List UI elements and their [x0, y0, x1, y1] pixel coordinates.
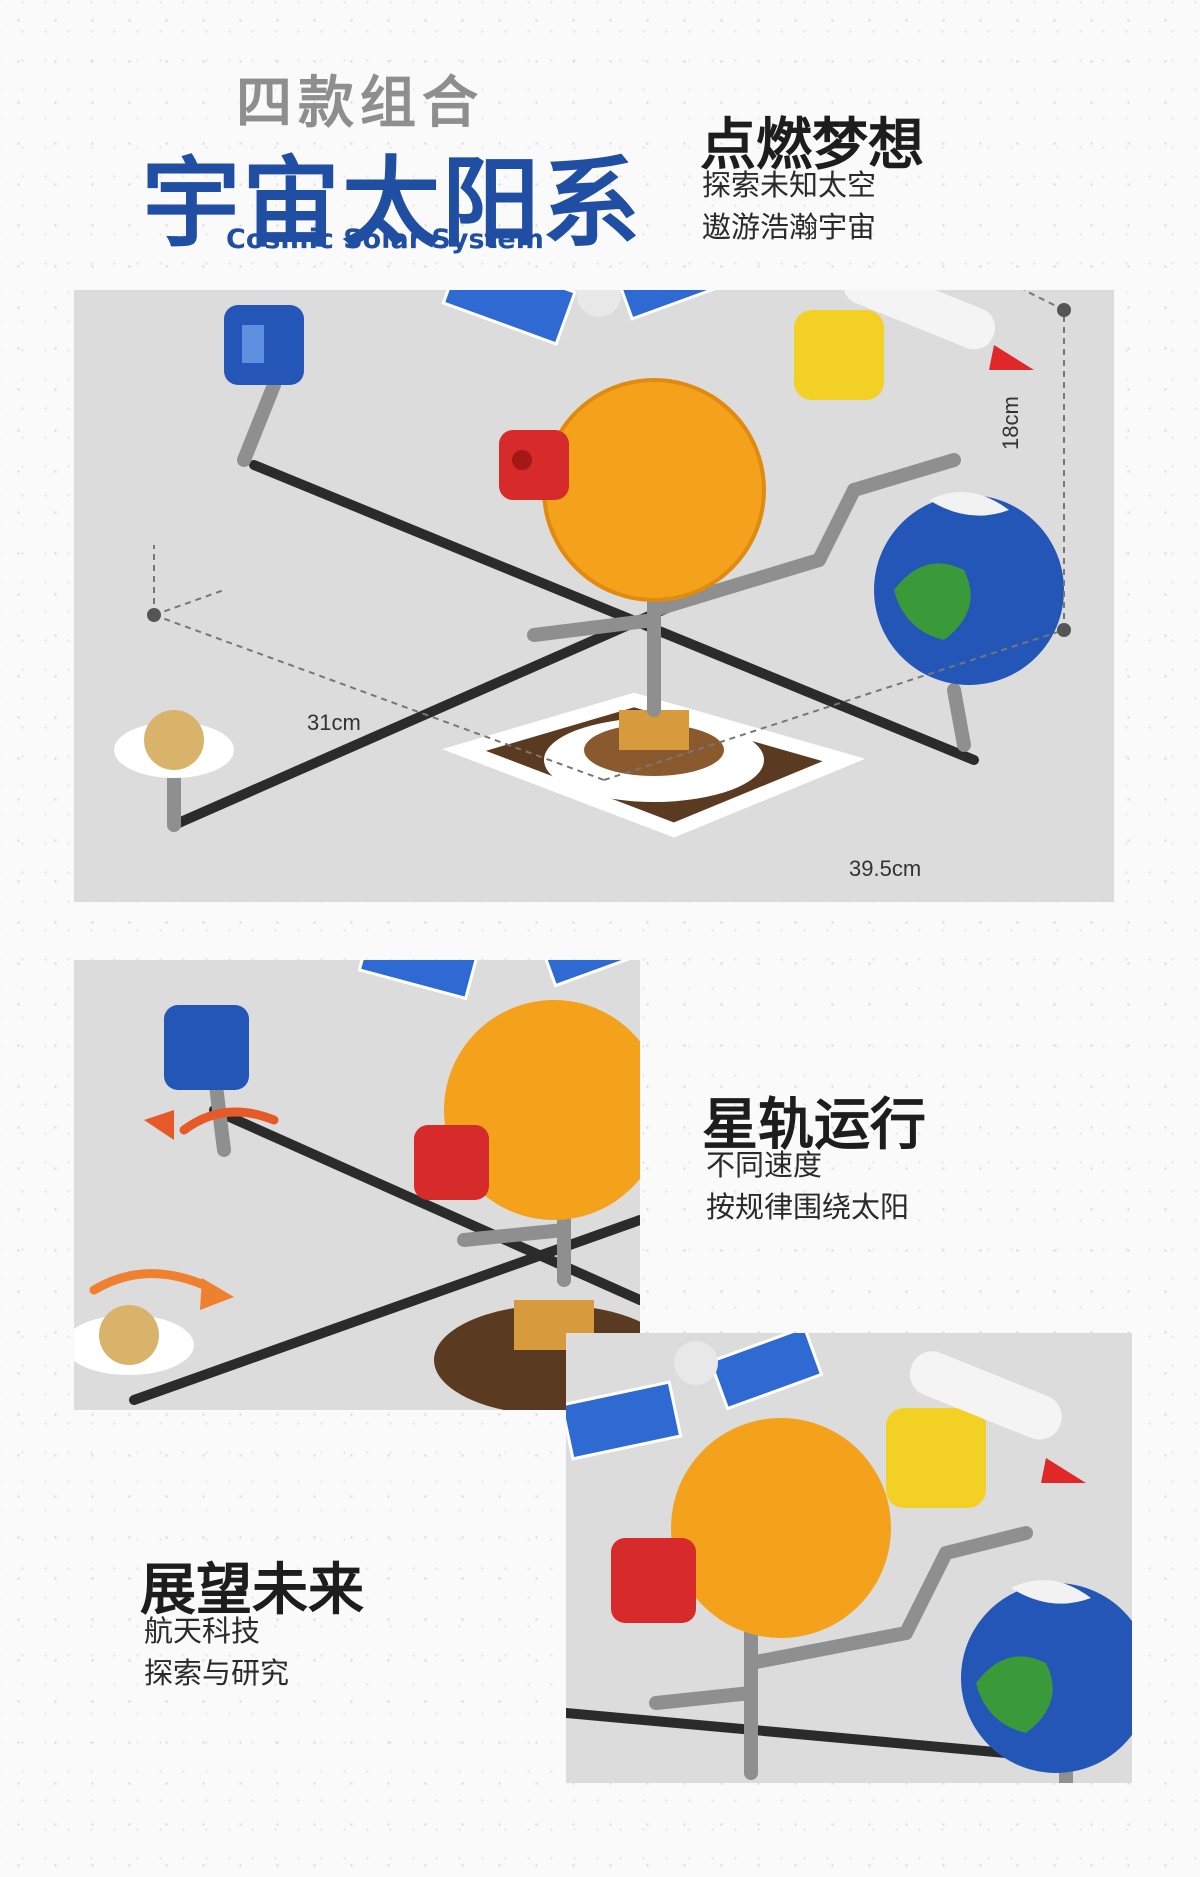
feature-title-future: 展望未来: [140, 1558, 364, 1623]
rotate-right-arrow-icon: [200, 1278, 234, 1310]
feature-line-dream-2: 遨游浩瀚宇宙: [702, 210, 877, 244]
product-photo-main: 31cm 39.5cm 18cm: [74, 290, 1114, 902]
feature-line-orbit-1: 不同速度: [706, 1148, 823, 1182]
solar-system-model-orbit: [74, 960, 640, 1410]
dimension-depth: 31cm: [307, 710, 361, 735]
feature-line-future-2: 探索与研究: [144, 1656, 290, 1690]
dimension-height: 18cm: [998, 396, 1023, 450]
product-photo-future: [566, 1333, 1132, 1783]
feature-title-dream: 点燃梦想: [700, 113, 924, 178]
feature-line-dream-1: 探索未知太空: [702, 168, 877, 202]
product-photo-orbit: [74, 960, 640, 1410]
solar-system-model-main: [114, 290, 1071, 838]
solar-system-model-future: [566, 1333, 1132, 1783]
feature-line-orbit-2: 按规律围绕太阳: [706, 1190, 910, 1224]
product-title: 宇宙太阳系: [142, 147, 643, 261]
rotate-left-arrow-icon: [144, 1110, 174, 1140]
feature-line-future-1: 航天科技: [144, 1614, 261, 1648]
feature-title-orbit: 星轨运行: [702, 1093, 926, 1158]
combo-label: 四款组合: [236, 71, 484, 136]
dimension-width: 39.5cm: [849, 856, 922, 881]
product-title-en: Cosmic Solar System: [226, 224, 544, 255]
